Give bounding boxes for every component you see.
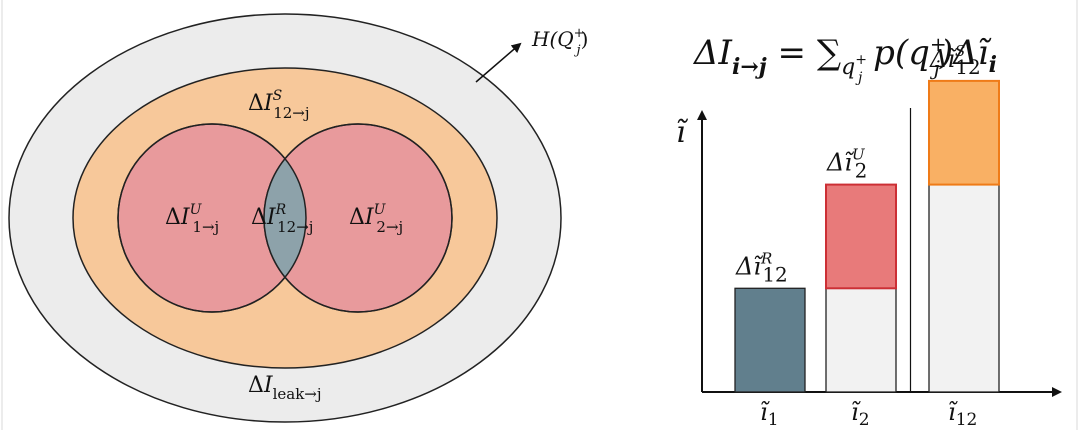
bar-segment-1-1 [734,287,806,393]
bar-segment-3-4 [928,79,1000,186]
formula: ΔIi→j = ∑q+j p(q+j)Δĩi [692,32,997,86]
bar-segment-2-2 [825,287,897,393]
leak-label: ΔIleak→j [248,373,322,403]
x-tick-label-3: ĩ12 [948,398,977,430]
x-tick-label-1: ĩ1 [760,398,779,430]
source-2-outline [263,123,453,313]
y-axis-label: ĩ [676,115,689,150]
entropy-label: H(Q+j) [531,26,588,58]
source-1-outline [117,123,307,313]
bar-segment-2-3 [825,183,897,290]
x-tick-label-2: ĩ2 [851,398,870,430]
entropy-arrow [475,42,522,83]
bar-segment-3-2 [928,183,1000,393]
